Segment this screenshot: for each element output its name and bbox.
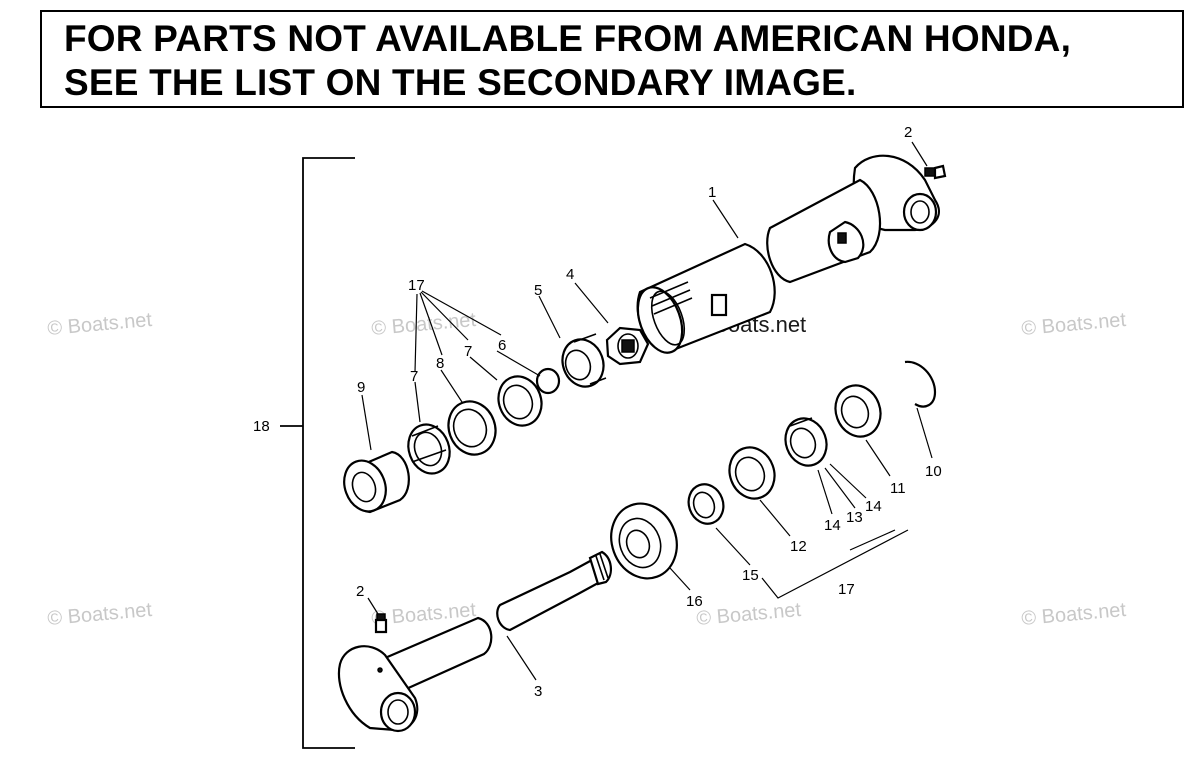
watermark-mid-upper: © Boats.net <box>371 309 478 340</box>
part-3-piston-rod <box>383 550 612 696</box>
part-11-bushing <box>834 384 882 438</box>
notice-banner: FOR PARTS NOT AVAILABLE FROM AMERICAN HO… <box>40 10 1184 108</box>
callout-9: 9 <box>357 379 365 396</box>
callout-2-lower: 2 <box>356 583 364 600</box>
part-1-cylinder-tube <box>636 154 940 354</box>
part-9-gland-bushing <box>343 450 410 514</box>
callout-10: 10 <box>925 463 942 480</box>
watermark-left-upper: © Boats.net <box>47 309 154 340</box>
part-13-14-seal-set <box>784 417 828 467</box>
part-15-ring <box>687 483 725 525</box>
part-4-nut <box>605 326 650 366</box>
callout-3: 3 <box>534 683 542 700</box>
part-7-seal-right <box>497 375 543 427</box>
part-16-piston <box>610 502 678 580</box>
rod-eye <box>337 645 419 733</box>
assembly-bracket <box>302 157 355 749</box>
callout-16: 16 <box>686 593 703 610</box>
part-12-ring <box>728 446 776 500</box>
callout-7-left: 7 <box>410 368 418 385</box>
callout-1: 1 <box>708 184 716 201</box>
part-2-grease-fitting-upper <box>924 164 947 180</box>
callout-13: 13 <box>846 509 863 526</box>
part-2-grease-fitting-lower <box>374 613 388 634</box>
watermark-left-lower: © Boats.net <box>47 599 154 630</box>
callout-7-right: 7 <box>464 343 472 360</box>
part-5-piston <box>561 333 607 388</box>
callout-17-upper: 17 <box>408 277 425 294</box>
callout-6: 6 <box>498 337 506 354</box>
callout-8: 8 <box>436 355 444 372</box>
callout-2-upper: 2 <box>904 124 912 141</box>
callout-5: 5 <box>534 282 542 299</box>
callout-4: 4 <box>566 266 574 283</box>
part-7-seal-left <box>407 423 451 475</box>
callout-18: 18 <box>253 418 270 435</box>
part-6-o-ring <box>535 367 561 395</box>
callout-11: 11 <box>890 480 906 497</box>
part-10-snap-ring <box>904 360 937 408</box>
watermark-center-lower: © Boats.net <box>696 599 803 630</box>
callout-15: 15 <box>742 567 759 584</box>
watermark-right-upper: © Boats.net <box>1021 309 1128 340</box>
watermark-right-lower: © Boats.net <box>1021 599 1128 630</box>
callout-17-lower: 17 <box>838 581 855 598</box>
callout-12: 12 <box>790 538 807 555</box>
leader-lines <box>361 141 933 681</box>
part-8-back-up-ring <box>447 400 497 456</box>
notice-line-2: SEE THE LIST ON THE SECONDARY IMAGE. <box>64 62 857 103</box>
callout-14-right: 14 <box>865 498 882 515</box>
notice-line-1: FOR PARTS NOT AVAILABLE FROM AMERICAN HO… <box>64 18 1072 59</box>
callout-14-left: 14 <box>824 517 841 534</box>
